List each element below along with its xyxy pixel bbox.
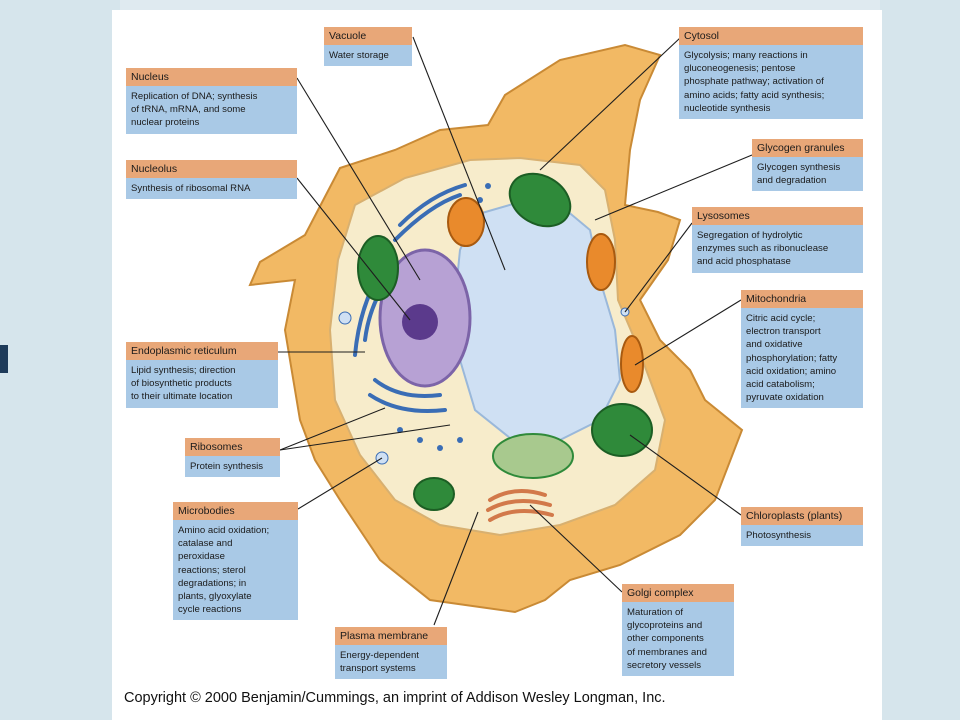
callout-nucleus-title: Nucleus xyxy=(126,68,297,86)
callout-golgi: Golgi complex Maturation of glycoprotein… xyxy=(622,584,734,677)
callout-plasma-desc: Energy-dependent transport systems xyxy=(340,650,419,675)
leader-lines xyxy=(278,36,753,626)
callout-er: Endoplasmic reticulum Lipid synthesis; d… xyxy=(126,342,278,408)
golgi-complex xyxy=(486,489,554,522)
callout-microbodies-title: Microbodies xyxy=(173,502,298,520)
callout-chloroplasts-title: Chloroplasts (plants) xyxy=(741,507,863,525)
callout-vacuole: Vacuole Water storage xyxy=(324,27,412,67)
callout-microbodies-desc: Amino acid oxidation; catalase and perox… xyxy=(178,525,270,616)
right-background xyxy=(880,0,960,720)
callout-plasma-title: Plasma membrane xyxy=(335,627,447,645)
callout-mitochondria: Mitochondria Citric acid cycle; electron… xyxy=(741,290,863,409)
callout-glycogen: Glycogen granules Glycogen synthesis and… xyxy=(752,139,863,192)
callout-vacuole-title: Vacuole xyxy=(324,27,412,45)
callout-cytosol-desc: Glycolysis; many reactions in gluconeoge… xyxy=(684,50,825,114)
callout-cytosol: Cytosol Glycolysis; many reactions in gl… xyxy=(679,27,863,120)
callout-nucleolus: Nucleolus Synthesis of ribosomal RNA xyxy=(126,160,297,200)
callout-er-title: Endoplasmic reticulum xyxy=(126,342,278,360)
callout-nucleolus-desc: Synthesis of ribosomal RNA xyxy=(131,183,251,194)
chloroplast xyxy=(492,433,574,479)
chloroplast xyxy=(508,172,572,228)
mitochondrion xyxy=(586,233,616,291)
callout-golgi-desc: Maturation of glycoproteins and other co… xyxy=(627,607,707,671)
callout-lysosomes-title: Lysosomes xyxy=(692,207,863,225)
chloroplast xyxy=(413,477,455,511)
callout-lysosomes-desc: Segregation of hydrolytic enzymes such a… xyxy=(697,230,829,268)
callout-mitochondria-desc: Citric acid cycle; electron transport an… xyxy=(746,313,838,404)
copyright-notice: Copyright © 2000 Benjamin/Cummings, an i… xyxy=(124,690,666,706)
callout-chloroplasts-desc: Photosynthesis xyxy=(746,530,812,541)
mitochondrion xyxy=(447,197,485,247)
chloroplast xyxy=(591,403,653,457)
callout-mitochondria-title: Mitochondria xyxy=(741,290,863,308)
callout-ribosomes: Ribosomes Protein synthesis xyxy=(185,438,280,478)
mitochondrion xyxy=(620,335,644,393)
callout-glycogen-title: Glycogen granules xyxy=(752,139,863,157)
chloroplast xyxy=(357,235,399,301)
callout-nucleolus-title: Nucleolus xyxy=(126,160,297,178)
callout-plasma: Plasma membrane Energy-dependent transpo… xyxy=(335,627,447,680)
callout-nucleus: Nucleus Replication of DNA; synthesis of… xyxy=(126,68,297,134)
callout-glycogen-desc: Glycogen synthesis and degradation xyxy=(757,162,841,187)
callout-cytosol-title: Cytosol xyxy=(679,27,863,45)
callout-chloroplasts: Chloroplasts (plants) Photosynthesis xyxy=(741,507,863,547)
callout-vacuole-desc: Water storage xyxy=(329,50,389,61)
callout-golgi-title: Golgi complex xyxy=(622,584,734,602)
callout-er-desc: Lipid synthesis; direction of biosynthet… xyxy=(131,365,236,403)
callout-lysosomes: Lysosomes Segregation of hydrolytic enzy… xyxy=(692,207,863,273)
left-background xyxy=(0,0,120,720)
nucleolus xyxy=(402,304,438,340)
callout-ribosomes-desc: Protein synthesis xyxy=(190,461,264,472)
callout-microbodies: Microbodies Amino acid oxidation; catala… xyxy=(173,502,298,621)
slide-marker xyxy=(0,345,8,373)
callout-ribosomes-title: Ribosomes xyxy=(185,438,280,456)
callout-nucleus-desc: Replication of DNA; synthesis of tRNA, m… xyxy=(131,91,258,129)
